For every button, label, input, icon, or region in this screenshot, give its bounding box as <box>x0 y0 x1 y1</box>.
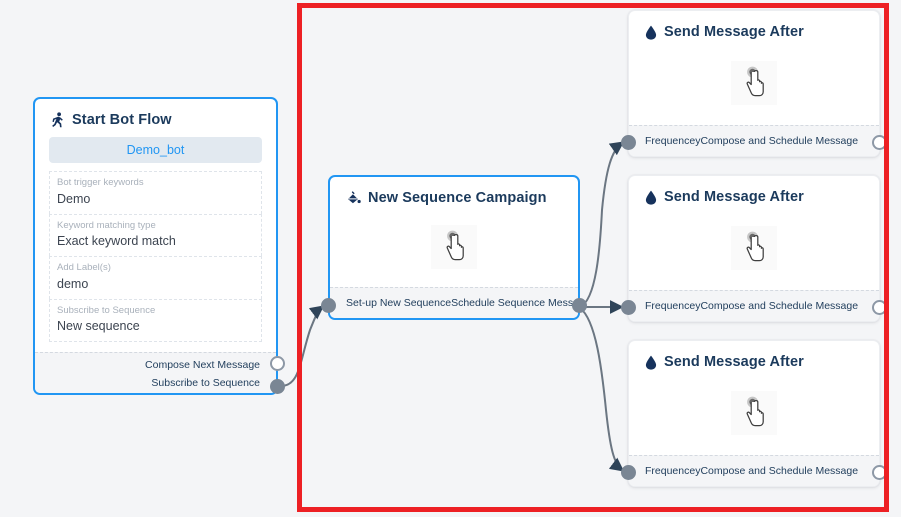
node-title: Send Message After <box>664 354 804 370</box>
node-title: Send Message After <box>664 189 804 205</box>
paint-bucket-icon <box>346 190 361 206</box>
port-label-compose-and-schedule-message: Compose and Schedule Message <box>700 465 859 477</box>
node-footer-send-message-after-1: Frequencey Compose and Schedule Message <box>629 125 879 156</box>
field-keyword-matching-type[interactable]: Keyword matching type Exact keyword matc… <box>49 213 262 257</box>
node-body-send-message-after-1[interactable] <box>629 45 879 125</box>
node-footer-start-bot-flow: Compose Next Message Subscribe to Sequen… <box>35 352 276 393</box>
port-out-schedule-sequence-message[interactable] <box>572 298 587 313</box>
field-value: Demo <box>57 191 91 206</box>
hand-cursor-icon <box>431 225 477 269</box>
node-header-send-message-after-2: Send Message After <box>629 176 879 210</box>
node-title: Send Message After <box>664 24 804 40</box>
field-value: demo <box>57 276 89 291</box>
node-footer-send-message-after-2: Frequencey Compose and Schedule Message <box>629 290 879 321</box>
port-out-compose-and-schedule-message-1[interactable] <box>872 135 887 150</box>
port-out-compose-and-schedule-message-3[interactable] <box>872 465 887 480</box>
field-label: Bot trigger keywords <box>57 177 144 188</box>
port-in-set-up-new-sequence[interactable] <box>321 298 336 313</box>
port-compose-next-message[interactable] <box>270 356 285 371</box>
port-in-frequencey-2[interactable] <box>621 300 636 315</box>
hand-cursor-icon <box>731 226 777 270</box>
hand-cursor-icon <box>731 61 777 105</box>
port-label-frequencey: Frequencey <box>645 465 701 477</box>
bot-selector-pill[interactable]: Demo_bot <box>49 137 262 163</box>
node-header-send-message-after-1: Send Message After <box>629 11 879 45</box>
node-start-bot-flow[interactable]: Start Bot Flow Demo_bot Bot trigger keyw… <box>33 97 285 395</box>
running-person-icon <box>51 112 65 128</box>
node-body-send-message-after-2[interactable] <box>629 210 879 290</box>
port-label-compose-next-message: Compose Next Message <box>145 359 260 372</box>
port-label-set-up-new-sequence: Set-up New Sequence <box>346 297 452 309</box>
node-new-sequence-campaign[interactable]: New Sequence Campaign Set-up New Sequenc… <box>321 175 587 320</box>
port-in-frequencey-3[interactable] <box>621 465 636 480</box>
edge-sequence-to-card-1 <box>579 141 625 308</box>
droplet-icon <box>645 355 657 370</box>
node-header-new-sequence-campaign: New Sequence Campaign <box>330 177 578 211</box>
field-label: Keyword matching type <box>57 219 156 231</box>
node-header-send-message-after-3: Send Message After <box>629 341 879 375</box>
field-subscribe-to-sequence[interactable]: Subscribe to Sequence New sequence <box>49 298 262 343</box>
port-subscribe-to-sequence[interactable] <box>270 379 285 394</box>
edge-start-to-sequence <box>280 305 325 387</box>
bot-settings-form: Bot trigger keywords Demo Keyword matchi… <box>49 171 262 343</box>
edge-sequence-to-card-3 <box>579 307 625 472</box>
port-label-frequencey: Frequencey <box>645 135 701 147</box>
field-add-labels[interactable]: Add Label(s) demo <box>49 256 262 299</box>
port-in-frequencey-1[interactable] <box>621 135 636 150</box>
node-body-send-message-after-3[interactable] <box>629 375 879 455</box>
node-title: New Sequence Campaign <box>368 190 547 206</box>
node-footer-new-sequence-campaign: Set-up New Sequence Schedule Sequence Me… <box>330 287 578 318</box>
node-send-message-after-1[interactable]: Send Message After Frequencey Compose an… <box>621 10 887 157</box>
node-footer-send-message-after-3: Frequencey Compose and Schedule Message <box>629 455 879 486</box>
port-label-subscribe-to-sequence: Subscribe to Sequence <box>151 377 260 390</box>
node-header-start-bot-flow: Start Bot Flow <box>35 99 276 133</box>
node-send-message-after-2[interactable]: Send Message After Frequencey Compose an… <box>621 175 887 322</box>
node-body-new-sequence-campaign[interactable] <box>330 211 578 287</box>
hand-cursor-icon <box>731 391 777 435</box>
field-value: New sequence <box>57 319 140 334</box>
port-out-compose-and-schedule-message-2[interactable] <box>872 300 887 315</box>
field-value: Exact keyword match <box>57 234 176 249</box>
port-label-compose-and-schedule-message: Compose and Schedule Message <box>700 135 859 147</box>
droplet-icon <box>645 190 657 205</box>
port-label-schedule-sequence-message: Schedule Sequence Message <box>451 297 580 309</box>
node-send-message-after-3[interactable]: Send Message After Frequencey Compose an… <box>621 340 887 487</box>
droplet-icon <box>645 25 657 40</box>
field-label: Add Label(s) <box>57 262 111 274</box>
field-label: Subscribe to Sequence <box>57 304 156 316</box>
port-label-compose-and-schedule-message: Compose and Schedule Message <box>700 300 859 312</box>
port-label-frequencey: Frequencey <box>645 300 701 312</box>
node-title: Start Bot Flow <box>72 112 172 128</box>
field-bot-trigger-keywords[interactable]: Bot trigger keywords Demo <box>49 171 262 214</box>
